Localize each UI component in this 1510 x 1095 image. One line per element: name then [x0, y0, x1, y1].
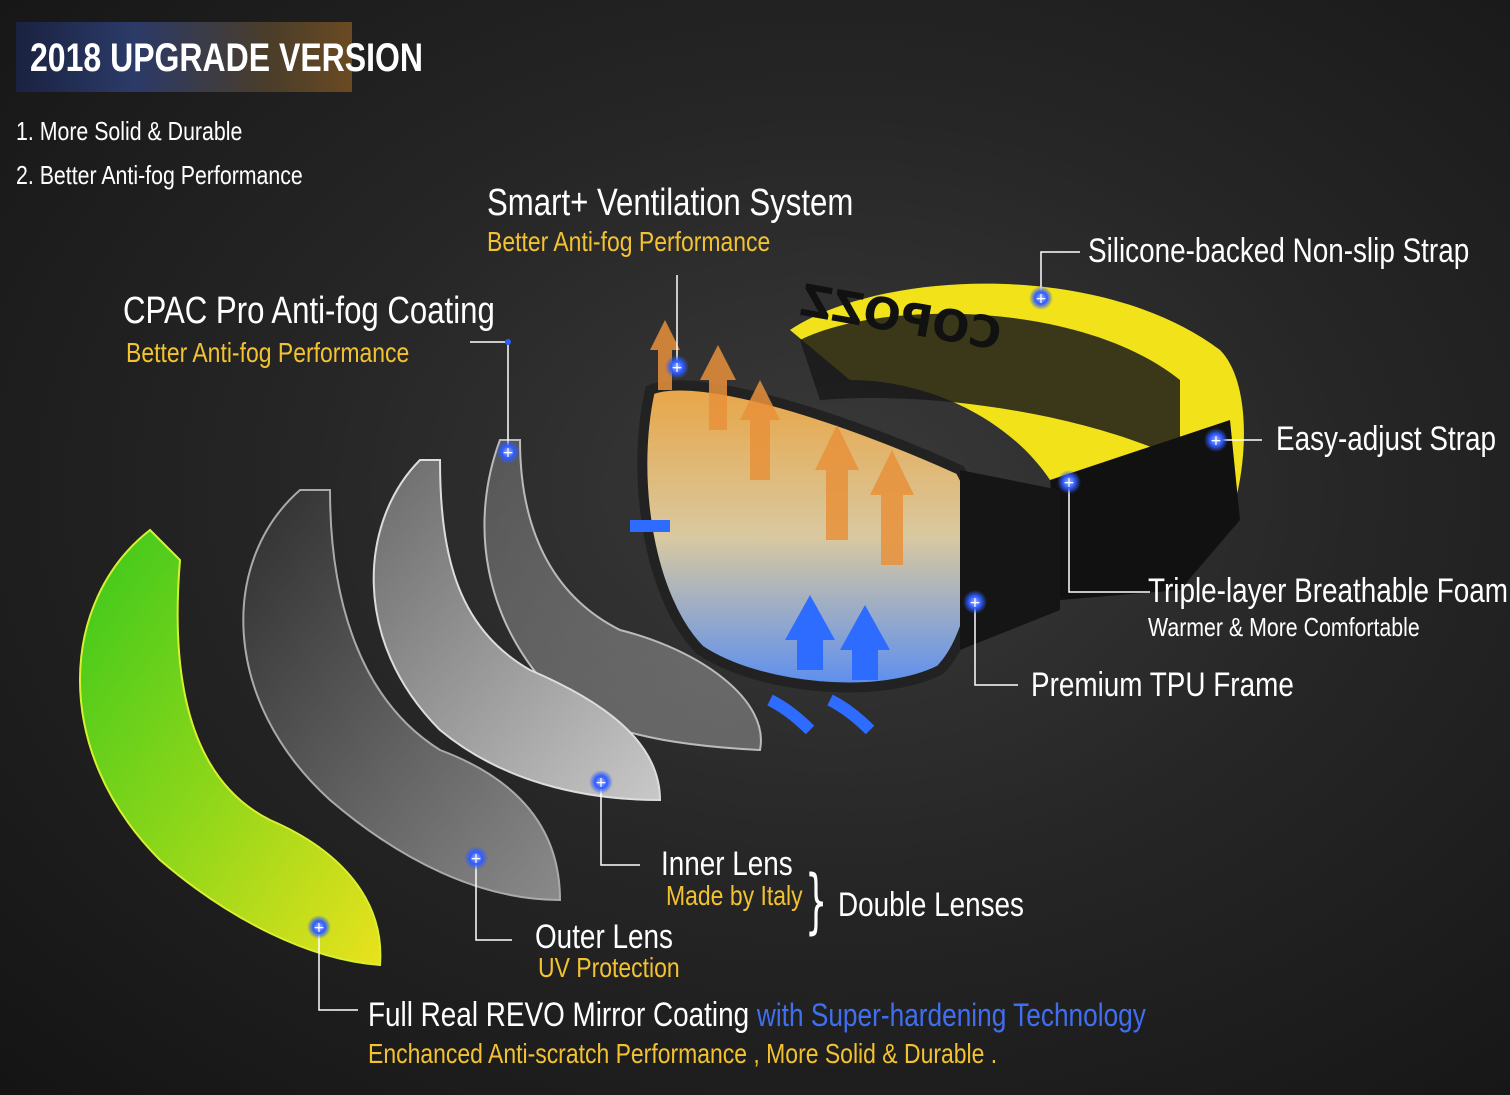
- plus-marker-icon: +: [307, 915, 331, 939]
- ventilation-title: Smart+ Ventilation System: [487, 182, 854, 224]
- svg-text:+: +: [313, 920, 325, 936]
- plus-marker-icon: +: [1204, 428, 1228, 452]
- svg-text:+: +: [470, 851, 482, 867]
- plus-marker-icon: +: [963, 590, 987, 614]
- airflow-arrows: [630, 320, 914, 735]
- revo-title-main: Full Real REVO Mirror Coating: [368, 996, 750, 1034]
- double-lenses-title: Double Lenses: [838, 886, 1024, 924]
- svg-text:+: +: [671, 360, 683, 376]
- outer-lens-title: Outer Lens: [535, 918, 673, 956]
- clear-lens-layer: [483, 439, 762, 752]
- easy-adjust-strap-title: Easy-adjust Strap: [1276, 420, 1497, 458]
- plus-markers: + + + + + + + + +: [307, 286, 1228, 939]
- upgrade-badge: [16, 22, 352, 92]
- upgrade-item-2: 2. Better Anti-fog Performance: [16, 160, 303, 190]
- strap: [790, 283, 1244, 600]
- svg-text:+: +: [1063, 475, 1075, 491]
- plus-marker-icon: +: [665, 355, 689, 379]
- cpac-title: CPAC Pro Anti-fog Coating: [123, 290, 495, 332]
- plus-marker-icon: +: [589, 770, 613, 794]
- badge-title: 2018 UPGRADE VERSION: [30, 36, 424, 80]
- inner-lens-layer: [372, 459, 662, 802]
- plus-marker-icon: +: [496, 440, 520, 464]
- revo-mirror-lens-layer: [79, 528, 382, 967]
- svg-text:+: +: [502, 445, 514, 461]
- upgrade-item-1: 1. More Solid & Durable: [16, 116, 243, 146]
- inner-lens-title: Inner Lens: [661, 845, 793, 883]
- ventilation-sub: Better Anti-fog Performance: [487, 226, 771, 257]
- foam-sub: Warmer & More Comfortable: [1148, 612, 1420, 642]
- revo-title-highlight: with Super-hardening Technology: [756, 997, 1146, 1033]
- svg-text:+: +: [1210, 433, 1222, 449]
- revo-sub: Enchanced Anti-scratch Performance , Mor…: [368, 1038, 998, 1069]
- revo-title: Full Real REVO Mirror Coating with Super…: [368, 996, 1146, 1035]
- plus-marker-icon: +: [1029, 286, 1053, 310]
- inner-lens-sub: Made by Italy: [666, 880, 803, 911]
- cpac-sub: Better Anti-fog Performance: [126, 337, 410, 368]
- double-lenses-brace: }: [805, 860, 828, 942]
- svg-text:+: +: [595, 775, 607, 791]
- outer-lens-sub: UV Protection: [538, 952, 680, 983]
- silicone-strap-title: Silicone-backed Non-slip Strap: [1088, 232, 1470, 270]
- svg-text:+: +: [1035, 291, 1047, 307]
- svg-text:+: +: [969, 595, 981, 611]
- frame-title: Premium TPU Frame: [1031, 666, 1294, 704]
- foam-title: Triple-layer Breathable Foam: [1148, 572, 1509, 610]
- outer-lens-layer: [242, 489, 562, 902]
- plus-marker-icon: +: [464, 846, 488, 870]
- plus-marker-icon: +: [1057, 470, 1081, 494]
